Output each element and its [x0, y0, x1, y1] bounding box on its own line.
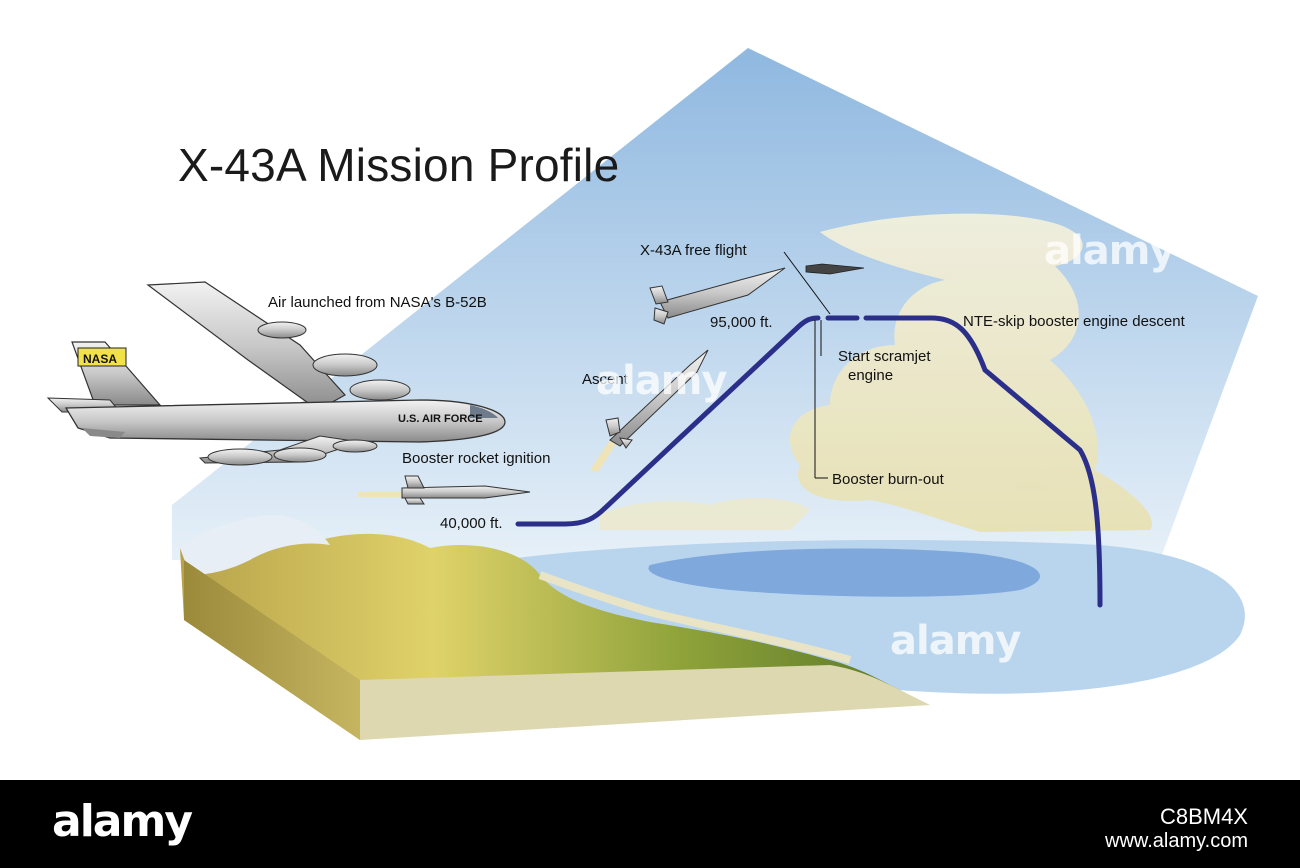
land-front	[360, 665, 930, 740]
b52-aircraft	[46, 281, 506, 466]
label-start-scramjet: Start scramjet	[838, 348, 931, 365]
watermark-logo: alamy	[1044, 228, 1175, 274]
diagram-artwork: NASA U.S. AIR FORCE	[46, 48, 1258, 740]
x43a-ascent-stack	[590, 349, 709, 472]
leader-lines	[783, 251, 831, 479]
label-nte-skip-descent: NTE-skip booster engine descent	[963, 313, 1185, 330]
label-altitude-40000: 40,000 ft.	[440, 515, 503, 532]
label-free-flight: X-43A free flight	[640, 242, 747, 259]
fuselage-marking: U.S. AIR FORCE	[398, 413, 483, 425]
land-cliff	[184, 560, 360, 740]
label-ascent: Ascent	[582, 371, 628, 388]
footer-bar: alamy C8BM4X www.alamy.com	[0, 780, 1300, 868]
snow-cap	[180, 515, 330, 575]
x43a-climb-stack	[649, 267, 786, 325]
lake	[648, 548, 1040, 597]
page-title: X-43A Mission Profile	[178, 139, 620, 191]
watermark-logo: alamy	[596, 358, 727, 404]
footer-image-id: C8BM4X	[1159, 804, 1248, 829]
watermark-logo: alamy	[890, 618, 1021, 664]
x43a-free-flight-vehicle	[805, 263, 865, 275]
tail-marking: NASA	[83, 352, 117, 366]
trajectory-path	[515, 315, 1103, 608]
label-altitude-95000: 95,000 ft.	[710, 314, 773, 331]
footer-url: www.alamy.com	[1105, 830, 1248, 852]
footer-logo: alamy	[52, 796, 193, 847]
label-air-launch: Air launched from NASA's B-52B	[268, 294, 487, 311]
cloud-formation	[600, 213, 1152, 532]
mission-diagram: NASA U.S. AIR FORCE X-43A Mission Pr	[46, 48, 1258, 740]
coast-sand	[538, 571, 852, 664]
label-start-scramjet-engine: engine	[848, 367, 894, 384]
label-booster-ignition: Booster rocket ignition	[402, 450, 551, 467]
x43a-ignition-stack	[358, 475, 531, 505]
label-booster-burnout: Booster burn-out	[832, 471, 944, 488]
